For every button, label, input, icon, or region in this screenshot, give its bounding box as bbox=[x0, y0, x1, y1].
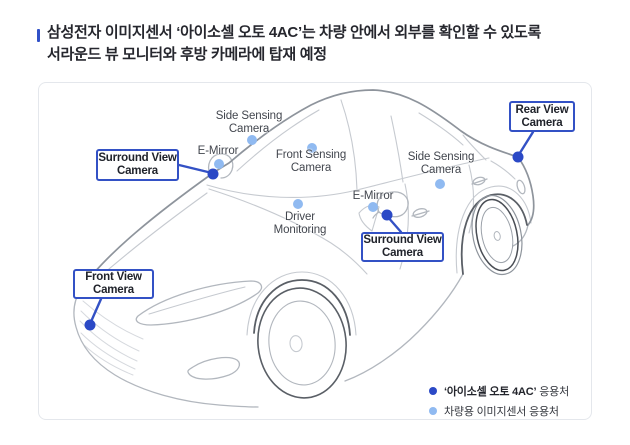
car-diagram-card: Side Sensing Camera E-Mirror Front Sensi… bbox=[38, 82, 592, 420]
callout-surround-view-camera-left: Surround View Camera bbox=[96, 149, 179, 181]
car-illustration bbox=[73, 89, 535, 408]
label-front-sensing-camera: Front Sensing Camera bbox=[275, 149, 347, 174]
callout-rear-view-camera: Rear View Camera bbox=[509, 101, 575, 132]
legend: ‘아이소셀 오토 4AC’ 응용처 차량용 이미지센서 응용처 bbox=[429, 383, 569, 419]
dot-front-view-icon bbox=[84, 319, 96, 331]
rear-wheel bbox=[471, 194, 523, 276]
car-body bbox=[73, 89, 535, 408]
legend-dot-image-sensor-icon bbox=[429, 407, 438, 415]
dot-e-mirror-left-icon bbox=[214, 159, 224, 169]
page-title: 삼성전자 이미지센서 ‘아이소셀 오토 4AC’는 차량 안에서 외부를 확인할… bbox=[47, 24, 542, 63]
dot-driver-monitoring-icon bbox=[293, 199, 303, 209]
dot-rear-view-icon bbox=[512, 151, 524, 163]
legend-dot-isocell-icon bbox=[429, 387, 438, 395]
label-side-sensing-camera-right: Side Sensing Camera bbox=[407, 151, 475, 176]
legend-item-isocell: ‘아이소셀 오토 4AC’ 응용처 bbox=[429, 383, 569, 399]
callout-front-view-camera: Front View Camera bbox=[73, 269, 154, 299]
dot-side-sensing-right-icon bbox=[435, 179, 445, 189]
dot-surround-view-left-icon bbox=[207, 168, 219, 180]
label-driver-monitoring: Driver Monitoring bbox=[273, 211, 327, 236]
connector-rear-view bbox=[516, 130, 535, 158]
left-side-mirror bbox=[207, 153, 234, 179]
label-e-mirror-right: E-Mirror bbox=[352, 190, 394, 202]
front-wheel bbox=[257, 287, 347, 399]
callout-surround-view-camera-right: Surround View Camera bbox=[361, 232, 444, 262]
legend-item-image-sensor: 차량용 이미지센서 응용처 bbox=[429, 403, 569, 419]
label-e-mirror-left: E-Mirror bbox=[197, 145, 239, 157]
dot-surround-view-right-icon bbox=[381, 209, 393, 221]
header-accent-bar bbox=[37, 29, 40, 42]
label-side-sensing-camera-left: Side Sensing Camera bbox=[215, 110, 283, 135]
dot-e-mirror-right-icon bbox=[368, 202, 378, 212]
dot-front-sensing-icon bbox=[307, 143, 317, 153]
connector-surround-left bbox=[177, 163, 214, 175]
taillight bbox=[516, 179, 526, 195]
legend-label-image-sensor: 차량용 이미지센서 응용처 bbox=[444, 406, 559, 418]
sensor-dots bbox=[84, 135, 524, 331]
legend-label-isocell: ‘아이소셀 오토 4AC’ 응용처 bbox=[444, 386, 569, 398]
dot-side-sensing-left-icon bbox=[247, 135, 257, 145]
